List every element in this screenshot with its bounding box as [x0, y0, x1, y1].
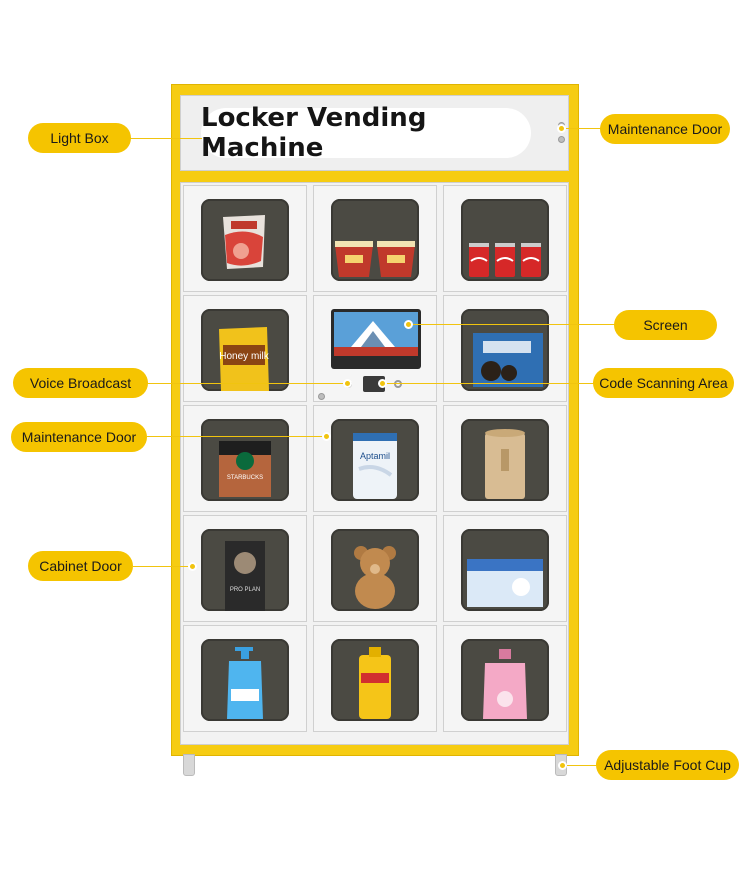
milk-powder-can-icon: Aptamil	[353, 433, 397, 499]
svg-text:STARBUCKS: STARBUCKS	[227, 475, 263, 481]
machine-title: Locker Vending Machine	[201, 103, 531, 163]
locker-door[interactable]: STARBUCKS	[183, 405, 307, 512]
leader-line	[130, 138, 202, 139]
locker-window	[331, 639, 419, 721]
locker-window	[461, 529, 549, 611]
side-maintenance-lock-icon	[318, 393, 325, 400]
label-adjustable-foot-cup: Adjustable Foot Cup	[596, 750, 739, 780]
locker-window: Honey milk	[201, 309, 289, 391]
instant-noodles-icon	[335, 241, 415, 277]
locker-window: Aptamil	[331, 419, 419, 501]
locker-window	[461, 419, 549, 501]
cat-food-bag-icon: PRO PLAN	[225, 541, 265, 611]
locker-window: STARBUCKS	[201, 419, 289, 501]
foot-cup	[183, 754, 195, 776]
snack-bag-icon	[223, 215, 265, 269]
locker-door[interactable]	[443, 625, 567, 732]
leader-line	[382, 383, 594, 384]
locker-window	[461, 199, 549, 281]
leader-dot	[404, 320, 413, 329]
touch-screen[interactable]	[331, 309, 421, 369]
speaker-icon	[394, 380, 402, 388]
leader-line	[147, 383, 345, 384]
leader-dot	[378, 379, 387, 388]
fabric-softener-icon	[483, 649, 527, 719]
locker-door[interactable]	[443, 515, 567, 622]
light-box: Locker Vending Machine	[180, 95, 569, 171]
control-panel	[313, 295, 437, 402]
maintenance-lock-icon	[558, 136, 565, 143]
locker-window	[461, 309, 549, 391]
locker-window	[331, 199, 419, 281]
locker-door[interactable]: PRO PLAN	[183, 515, 307, 622]
label-maintenance-door-side: Maintenance Door	[11, 422, 147, 452]
leader-dot	[557, 124, 566, 133]
chips-bag-icon: Honey milk	[219, 327, 270, 391]
leader-line	[563, 765, 597, 766]
svg-text:Aptamil: Aptamil	[360, 451, 390, 461]
leader-line	[147, 436, 327, 437]
locker-door[interactable]	[443, 295, 567, 402]
locker-window: PRO PLAN	[201, 529, 289, 611]
cookie-box-icon	[473, 333, 543, 387]
locker-window	[331, 529, 419, 611]
locker-door[interactable]: Honey milk	[183, 295, 307, 402]
tissue-box-icon	[467, 559, 543, 607]
label-code-scanning-area: Code Scanning Area	[593, 368, 734, 398]
locker-window	[461, 639, 549, 721]
locker-door[interactable]	[443, 405, 567, 512]
teddy-bear-icon	[354, 546, 396, 609]
leader-line	[133, 566, 193, 567]
leader-line	[408, 324, 615, 325]
locker-door[interactable]	[313, 515, 437, 622]
locker-window	[201, 639, 289, 721]
locker-door[interactable]	[313, 185, 437, 292]
coffee-box-icon: STARBUCKS	[219, 441, 271, 497]
locker-door[interactable]	[313, 625, 437, 732]
locker-door[interactable]: Aptamil	[313, 405, 437, 512]
svg-text:Honey milk: Honey milk	[219, 351, 269, 362]
detergent-bottle-icon	[359, 647, 391, 719]
leader-dot	[322, 432, 331, 441]
locker-door[interactable]	[183, 625, 307, 732]
leader-line	[562, 128, 602, 129]
label-cabinet-door: Cabinet Door	[28, 551, 133, 581]
label-light-box: Light Box	[28, 123, 131, 153]
locker-cabinet: Honey milk	[180, 182, 569, 745]
locker-door[interactable]	[443, 185, 567, 292]
svg-text:PRO PLAN: PRO PLAN	[230, 587, 260, 593]
screen-display-icon	[334, 312, 418, 356]
label-maintenance-door-top: Maintenance Door	[600, 114, 730, 144]
locker-door[interactable]	[183, 185, 307, 292]
leader-dot	[558, 761, 567, 770]
label-screen: Screen	[614, 310, 717, 340]
cola-cans-icon	[469, 243, 541, 277]
label-voice-broadcast: Voice Broadcast	[13, 368, 148, 398]
leader-dot	[343, 379, 352, 388]
locker-window	[201, 199, 289, 281]
hand-soap-icon	[227, 647, 263, 719]
tea-tube-icon	[485, 429, 525, 499]
leader-dot	[188, 562, 197, 571]
